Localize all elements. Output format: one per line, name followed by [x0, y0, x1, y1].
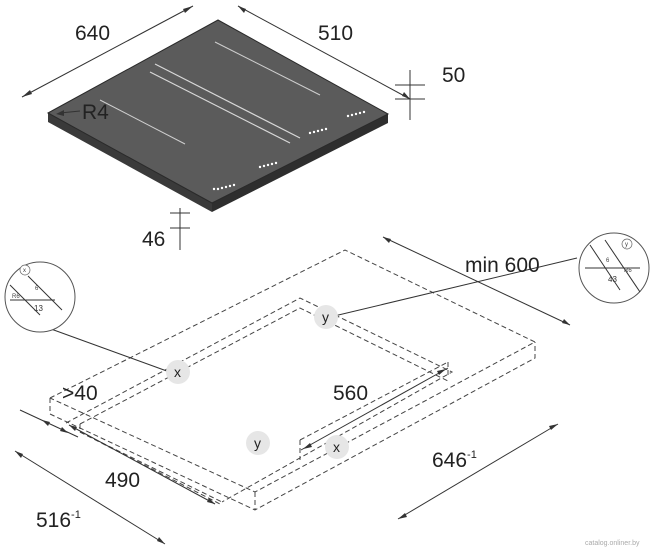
svg-text:R6: R6 — [12, 294, 20, 300]
cooktop-drawing — [46, 19, 390, 212]
countertop-drawing — [49, 249, 537, 511]
svg-text:y: y — [254, 435, 261, 451]
cooktop-right-edge — [212, 114, 388, 212]
control-dots — [212, 110, 366, 191]
svg-text:x: x — [23, 268, 26, 274]
marker-y-top: y — [314, 305, 338, 329]
cooktop-width-label: 640 — [75, 22, 110, 45]
zone-divider-1 — [149, 71, 291, 144]
svg-text:13: 13 — [34, 304, 43, 313]
cooktop-dimensions — [21, 5, 425, 250]
svg-text:43: 43 — [608, 275, 617, 284]
watermark: catalog.onliner.by — [585, 540, 640, 547]
zone-divider-3 — [214, 41, 321, 96]
svg-text:6: 6 — [606, 258, 610, 264]
cooktop-glass — [46, 19, 390, 204]
marker-x-right: x — [325, 435, 349, 459]
cooktop-depth-label: 510 — [318, 22, 353, 45]
svg-text:y: y — [625, 242, 628, 248]
marker-y-bottom: y — [246, 431, 270, 455]
cooktop-thickness-label: 50 — [442, 64, 465, 87]
cooktop-height-label: 46 — [142, 228, 165, 251]
detail-y: y 6 43 R6 — [578, 232, 650, 304]
cooktop-front-edge — [48, 113, 212, 212]
outer-width-tolerance: -1 — [71, 509, 81, 521]
cutout-dimensions — [14, 236, 578, 545]
outer-depth-tolerance: -1 — [467, 449, 477, 461]
svg-text:6: 6 — [35, 286, 39, 292]
svg-text:y: y — [322, 309, 329, 325]
zone-divider-4 — [99, 99, 186, 145]
cooktop-radius-label: R4 — [82, 101, 109, 124]
svg-text:x: x — [333, 439, 340, 455]
inner-depth-label: 560 — [333, 382, 368, 405]
marker-x-left: x — [166, 360, 190, 384]
detail-x: x 6 13 R6 — [4, 261, 76, 333]
outer-width-label: 516-1 — [36, 509, 81, 532]
zone-divider-2 — [154, 63, 301, 139]
svg-text:x: x — [174, 364, 181, 380]
cutout-depth-min-label: min 600 — [465, 254, 540, 277]
svg-text:R6: R6 — [624, 268, 632, 274]
inner-width-label: 490 — [105, 469, 140, 492]
outer-depth-label: 646-1 — [432, 449, 477, 472]
front-clearance-label: >40 — [62, 382, 98, 405]
